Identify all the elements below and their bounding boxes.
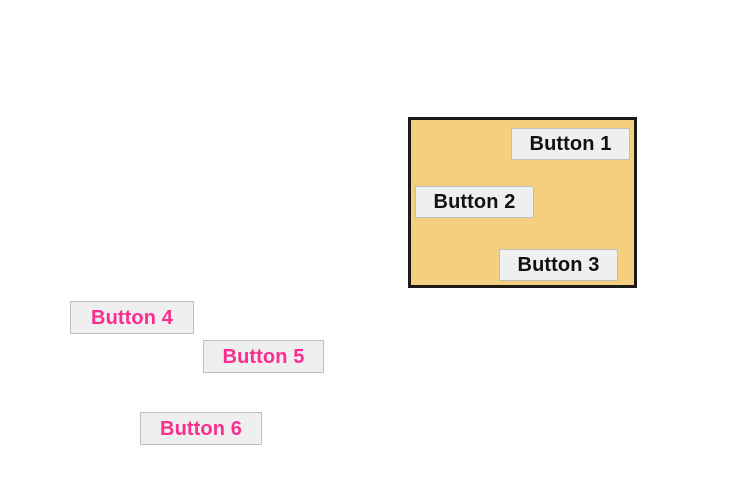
- button-5[interactable]: Button 5: [203, 340, 324, 373]
- button-1[interactable]: Button 1: [511, 128, 630, 160]
- button-3[interactable]: Button 3: [499, 249, 618, 281]
- button-6[interactable]: Button 6: [140, 412, 262, 445]
- button-2[interactable]: Button 2: [415, 186, 534, 218]
- yellow-panel: Button 1 Button 2 Button 3: [408, 117, 637, 288]
- button-4[interactable]: Button 4: [70, 301, 194, 334]
